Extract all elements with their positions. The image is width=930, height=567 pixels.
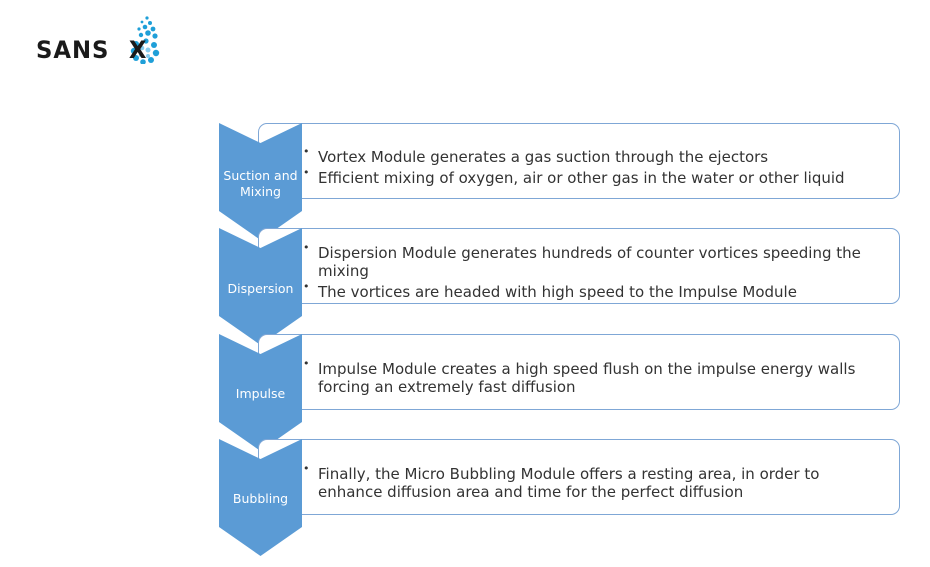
- step-bullet: Vortex Module generates a gas suction th…: [303, 143, 888, 166]
- step-bullet: The vortices are headed with high speed …: [303, 278, 888, 301]
- logo-wordmark: SANSOX: [36, 36, 148, 64]
- step-bullet-list: Vortex Module generates a gas suction th…: [303, 143, 888, 190]
- step-bullet-list: Impulse Module creates a high speed flus…: [303, 355, 888, 399]
- step-bullet-list: Dispersion Module generates hundreds of …: [303, 239, 888, 304]
- step-label: Dispersion: [227, 281, 294, 296]
- sansox-logo: SANSOX: [36, 14, 178, 64]
- step-bullet: Efficient mixing of oxygen, air or other…: [303, 164, 888, 187]
- step-bullet: Impulse Module creates a high speed flus…: [303, 355, 888, 396]
- step-label: Bubbling: [232, 491, 289, 506]
- step-bullet-list: Finally, the Micro Bubbling Module offer…: [303, 460, 888, 504]
- bubble-o-logo-icon: [130, 16, 160, 64]
- step-bullet: Finally, the Micro Bubbling Module offer…: [303, 460, 888, 501]
- step-bullet: Dispersion Module generates hundreds of …: [303, 239, 888, 280]
- step-label: Suction and Mixing: [223, 168, 298, 199]
- step-label: Impulse: [235, 386, 286, 401]
